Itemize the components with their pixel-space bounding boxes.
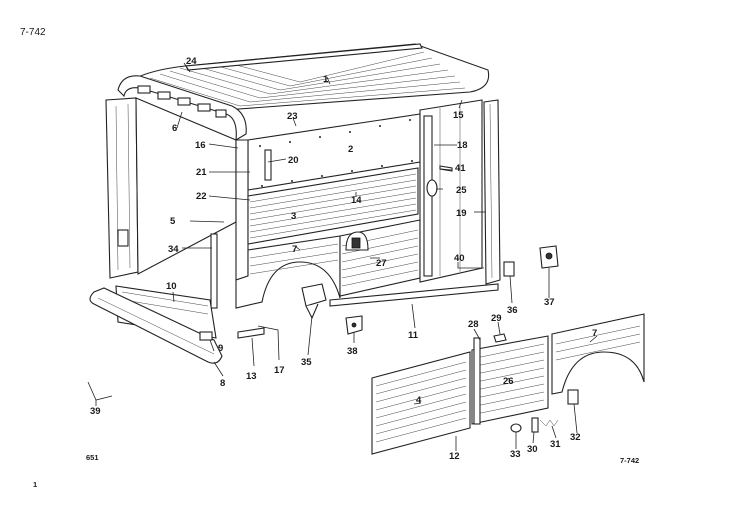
van-body	[105, 43, 515, 309]
ref-bottom: 7-742	[620, 456, 639, 465]
callout-18: 18	[457, 140, 468, 151]
rear-window-1	[137, 85, 151, 94]
rear-window-4	[197, 103, 211, 112]
callout-4: 4	[416, 395, 422, 406]
callout-38: 38	[347, 346, 358, 357]
bumper-bracket-9	[199, 331, 213, 341]
rear-window-5	[215, 109, 227, 118]
callout-30: 30	[527, 444, 538, 455]
callout-3: 3	[291, 211, 296, 222]
callout-11: 11	[408, 330, 419, 341]
callout-29: 29	[491, 313, 502, 324]
diagram-code: 651	[86, 453, 99, 462]
left-side-panel	[105, 97, 139, 279]
callout-32: 32	[570, 432, 581, 443]
wheel-arch-panel-7	[551, 313, 645, 395]
pillar-34	[210, 233, 218, 309]
roof-ribs	[149, 51, 466, 107]
pin-30	[531, 417, 539, 433]
callout-5: 5	[170, 216, 176, 227]
callout-12: 12	[449, 451, 460, 462]
callout-33: 33	[510, 449, 521, 460]
spring-31	[539, 419, 559, 427]
rear-corner-post	[235, 139, 249, 281]
hinge-32	[567, 389, 579, 405]
left-panel-slot	[117, 229, 129, 247]
callout-7b: 7	[592, 328, 597, 339]
rear-window-2	[157, 91, 171, 100]
callout-7a: 7	[292, 244, 297, 255]
callout-34: 34	[168, 244, 179, 255]
callout-17: 17	[274, 365, 285, 376]
upper-panel-rivets	[259, 119, 413, 187]
callout-6: 6	[172, 123, 177, 134]
callout-23: 23	[287, 111, 298, 122]
callout-1: 1	[323, 74, 329, 85]
door-hinge-28	[473, 337, 481, 425]
window-frame-20	[264, 149, 272, 181]
callout-20: 20	[288, 155, 299, 166]
strap-13	[237, 327, 265, 339]
callout-9: 9	[218, 343, 223, 354]
callout-28: 28	[468, 319, 479, 330]
callout-26: 26	[503, 376, 514, 387]
callout-10: 10	[166, 281, 177, 292]
page-number: 1	[33, 480, 37, 489]
washer-33	[510, 423, 522, 433]
filler-cap-25	[426, 179, 438, 197]
callout-2: 2	[348, 144, 353, 155]
callout-40: 40	[454, 253, 465, 264]
callout-8: 8	[220, 378, 225, 389]
rear-bumper	[89, 287, 223, 364]
sill-bar	[329, 283, 499, 307]
callout-35: 35	[301, 357, 312, 368]
bracket-36	[503, 261, 515, 277]
rear-quarter-panel	[235, 235, 341, 309]
callout-41: 41	[455, 163, 466, 174]
callout-21: 21	[196, 167, 207, 178]
door-pillar-19	[483, 99, 501, 285]
callout-39: 39	[90, 406, 101, 417]
leader-lines	[95, 62, 598, 451]
callout-31: 31	[550, 439, 561, 450]
callout-numbers: 1 2 3 4 5 6 7 7 8 9 10 11 12 13 14 15 16…	[90, 56, 597, 462]
callout-36: 36	[507, 305, 518, 316]
callout-24: 24	[186, 56, 197, 67]
bracket-35	[301, 283, 327, 307]
callout-37: 37	[544, 297, 555, 308]
callout-25: 25	[456, 185, 467, 196]
roof-panel	[130, 43, 490, 111]
callout-14: 14	[351, 195, 362, 206]
tool-39	[87, 381, 113, 401]
ref-top: 7-742	[20, 27, 46, 38]
callout-15: 15	[453, 110, 464, 121]
rear-window-3	[177, 97, 191, 106]
callout-27: 27	[376, 258, 387, 269]
callout-19: 19	[456, 208, 467, 219]
callout-13: 13	[246, 371, 257, 382]
callout-16: 16	[195, 140, 206, 151]
callout-22: 22	[196, 191, 207, 202]
clip-29	[493, 333, 507, 343]
